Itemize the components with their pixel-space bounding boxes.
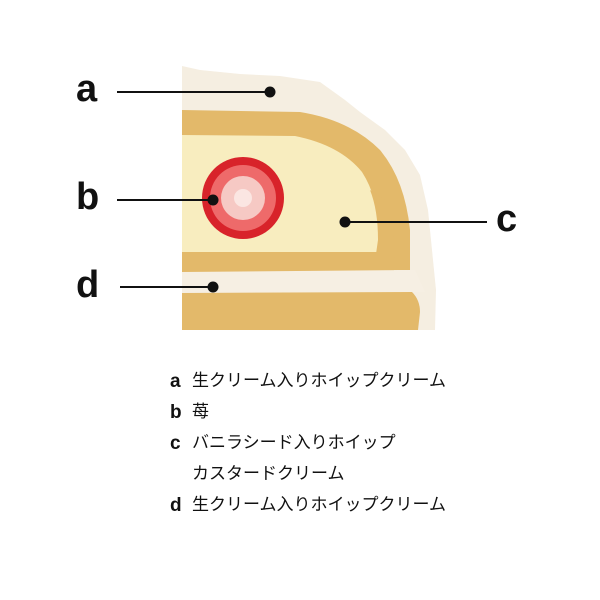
legend-text: カスタードクリーム [192,464,345,484]
leader-dot-d [207,281,219,293]
legend-item-d: d 生クリーム入りホイップクリーム [170,490,446,521]
leader-dot-c [339,216,351,228]
legend-item-a: a 生クリーム入りホイップクリーム [170,366,446,397]
label-c: c [496,198,518,240]
sponge-edge [370,190,395,270]
label-a: a [76,68,98,110]
legend-text: バニラシード入りホイップ [192,433,396,453]
middle-cream-layer [182,270,425,294]
label-d: d [76,264,100,306]
legend-text: 生クリーム入りホイップクリーム [192,495,446,515]
leader-dot-b [207,194,219,206]
middle-sponge [182,252,394,272]
legend-item-c: c バニラシード入りホイップ [170,428,446,459]
strawberry-slice [202,157,284,239]
legend-key: a [170,371,181,392]
legend-key: b [170,402,182,423]
legend-text: 生クリーム入りホイップクリーム [192,371,446,391]
bottom-sponge [182,292,420,330]
legend-item-b: b 苺 [170,397,446,428]
legend-text: 苺 [192,402,209,422]
legend-key: d [170,495,182,516]
legend: a 生クリーム入りホイップクリーム b 苺 c バニラシード入りホイップ カスタ… [170,366,446,521]
leader-dot-a [264,86,276,98]
label-b: b [76,176,100,218]
legend-item-c-continued: カスタードクリーム [170,459,446,490]
legend-key: c [170,433,181,454]
